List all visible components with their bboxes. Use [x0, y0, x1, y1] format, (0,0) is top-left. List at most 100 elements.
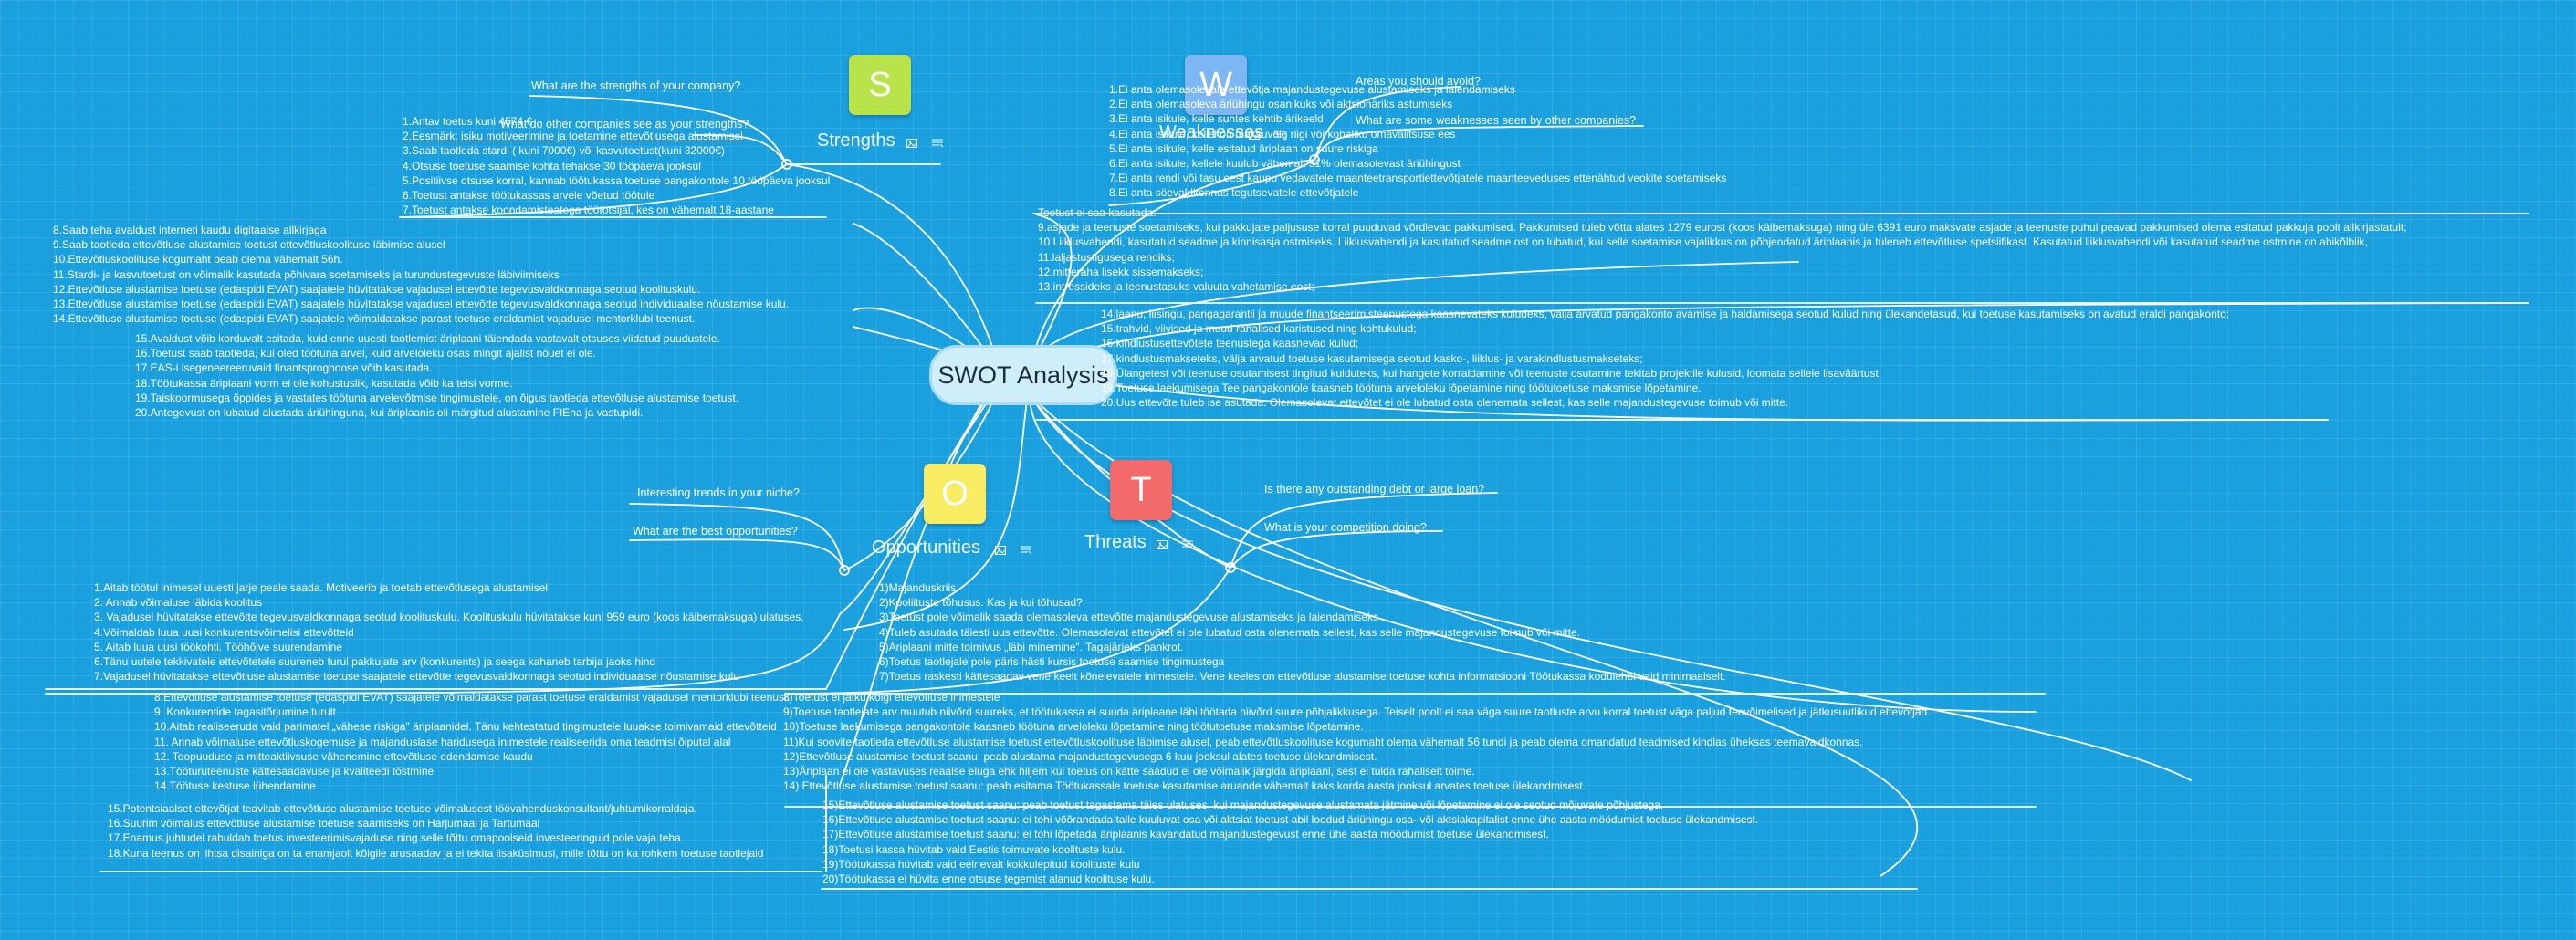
list-item[interactable]: 1)Majanduskriis [879, 581, 957, 594]
list-item[interactable]: 9.asjade ja teenuste soetamiseks, kui pa… [1038, 221, 2407, 235]
list-item[interactable]: 20)Töötukassa ei hüvita enne otsuse tege… [822, 872, 1155, 886]
list-item[interactable]: 5.Positiivse otsuse korral, kannab töötu… [403, 173, 831, 187]
opportunities-badge[interactable]: O [924, 464, 986, 524]
image-icon[interactable] [1249, 128, 1260, 140]
list-item[interactable]: 19.Toetuse laekumisega Tee pangakontole … [1101, 381, 1702, 395]
list-item[interactable]: 17.kindlustusmakseteks, välja arvatud to… [1101, 351, 1643, 365]
list-item[interactable]: 14.Ettevõtluse alustamise toetuse (edasp… [53, 312, 696, 326]
list-item[interactable]: 5. Aitab luua uusi töökohti. Tööhõive su… [94, 640, 342, 653]
list-item[interactable]: 10)Toetuse laekumisega pangakontole kaas… [783, 720, 1364, 734]
list-item[interactable]: 18.Töötukassa äriplaani vorm ei ole kohu… [135, 376, 513, 390]
list-item[interactable]: 6.Tänu uutele tekkivatele ettevõtetele s… [94, 655, 656, 669]
list-item[interactable]: 20.Uus ettevõte tuleb ise asutada. Olema… [1101, 396, 1789, 410]
opportunities-label[interactable]: Opportunities [872, 538, 980, 558]
threats-question-2[interactable]: What is your competition doing? [1264, 521, 1427, 534]
list-item[interactable]: 7)Toetus raskesti kättesaadav vene keelt… [879, 670, 1726, 684]
list-item[interactable]: 1.Aitab töötul inimesel uuesti jarje pea… [94, 581, 548, 594]
list-item[interactable]: 14.Töötuse kestuse lühendamine [154, 779, 316, 793]
list-item[interactable]: 9. Konkurentide tagasitõrjumine turult [154, 705, 336, 719]
list-item[interactable]: 2.Ei anta olemasoleva äriühingu osanikuk… [1109, 98, 1453, 111]
image-icon[interactable] [1157, 538, 1168, 549]
list-item[interactable]: 17.EAS-i isegeneereeruvaid finantsprogno… [135, 361, 433, 375]
list-item[interactable]: 18.Kuna teenus on lihtsa disainiga on ta… [108, 846, 764, 860]
list-item[interactable]: 4.Otsuse toetuse saamise kohta tehakse 3… [403, 159, 701, 172]
list-item[interactable]: 10.Aitab realiseeruda vaid parimatel „vä… [154, 720, 777, 734]
list-item[interactable]: 8.Ettevõtluse alustamise toetuse (edaspi… [154, 691, 791, 704]
strengths-label[interactable]: Strengths [817, 131, 895, 151]
list-item[interactable]: 8)Toetust ei jätku kõigi ettevõtluse ini… [783, 691, 1000, 704]
list-item[interactable]: 14) Ettevõtluse alustamise toetust saanu… [783, 779, 1586, 793]
list-item[interactable]: 3.Saab taotleda stardi ( kuni 7000€) või… [403, 144, 725, 158]
list-item[interactable]: 15.trahvid, viivised ja muud rahalised k… [1101, 322, 1417, 336]
list-item[interactable]: 4.Võimaldab luua uusi konkurentsvõimelis… [94, 625, 354, 639]
list-item[interactable]: 6.Toetust antakse töötukassas arvele võe… [403, 189, 655, 203]
weaknesses-question-1[interactable]: Areas you should avoid? [1356, 75, 1481, 88]
strengths-question-1[interactable]: What are the strengths of your company? [531, 79, 741, 92]
list-item[interactable]: 7.Toetust antakse koondamisteatega tööto… [403, 204, 774, 217]
opportunities-question-1[interactable]: Interesting trends in your niche? [637, 486, 800, 499]
list-item[interactable]: 14.laenu, liisingu, pangagarantii ja muu… [1101, 308, 2230, 320]
list-item[interactable]: 16.Suurim võimalus ettevõtluse alustamis… [108, 817, 540, 830]
list-item[interactable]: 1.Ei anta olemasolevale ettevõtja majand… [1109, 83, 1515, 96]
list-item[interactable]: 19.Taiskoormusega õppides ja vastates tö… [135, 391, 739, 404]
list-item[interactable]: 15)Ettevõtluse alustamise toetust saanu:… [822, 799, 1664, 811]
list-item[interactable]: 10.Liiklusvahendi, kasutatud seadme ja k… [1038, 235, 2368, 249]
list-item[interactable]: 12.mitteraha lisekk sissemakseks; [1038, 265, 1204, 278]
list-item[interactable]: 12. Toopuuduse ja mitteaktiivsuse vähene… [154, 749, 533, 763]
weaknesses-badge[interactable]: W [1185, 55, 1247, 115]
list-item[interactable]: 20.Antegevust on lubatud alustada äriühi… [135, 406, 644, 420]
list-item[interactable]: 17)Ettevõtluse alustamise toetust saanu:… [822, 828, 1549, 841]
list-item[interactable]: 12.Ettevõtluse alustamise toetuse (edasp… [53, 282, 701, 296]
list-item[interactable]: 5)Äriplaani mitte toimivus „läbi minemin… [879, 640, 1184, 653]
list-item[interactable]: 12)Ettevõtluse alustamise toetust saanu:… [783, 749, 1377, 763]
list-item[interactable]: 5.Ei anta isikule, kelle esitatud äripla… [1109, 141, 1378, 155]
list-item[interactable]: 6)Toetus taotlejale pole päris hästi kur… [879, 655, 1225, 669]
list-item[interactable]: 11.laljastustigusega rendiks; [1038, 250, 1175, 264]
threats-label[interactable]: Threats [1084, 532, 1147, 552]
center-node[interactable]: SWOT Analysis [929, 345, 1117, 405]
list-item[interactable]: 6.Ei anta isikule, kellele kuulub vähema… [1109, 157, 1461, 171]
list-item[interactable]: 9)Toetuse taotlejate arv muutub nii­võrd… [783, 705, 1931, 719]
threats-badge[interactable]: T [1110, 460, 1172, 520]
list-item[interactable]: 13.intressideks ja teenustasuks valuuta … [1038, 280, 1314, 294]
list-item[interactable]: 18)Toetusi kassa hüvitab vaid Eestis toi… [822, 842, 1126, 856]
list-item[interactable]: 8.Ei anta söevaldkonnas tegutsevatele et… [1109, 186, 1359, 200]
list-item[interactable]: 11)Kui soovite taotleda ettevõtluse alus… [783, 735, 1863, 748]
list-item[interactable]: 16.kindlustusettevõtete teenustega kaasn… [1101, 337, 1359, 350]
strengths-badge[interactable]: S [849, 55, 911, 115]
opportunities-question-2[interactable]: What are the best opportunities? [633, 525, 798, 538]
list-item[interactable]: 13.Tööturuteenuste kättesaadavuse ja kva… [154, 765, 435, 778]
list-item[interactable]: 10.Ettevõtluskoolituse kogumaht peab ole… [53, 253, 343, 266]
list-item[interactable]: 4)Tuleb asutada täiesti uus ettevõtte. O… [879, 625, 1580, 639]
list-item[interactable]: 15.Potentsiaalset ettevõtjat teavitab et… [108, 802, 697, 815]
list-item[interactable]: 1.Antav toetus kuni 4574 € [403, 115, 533, 128]
list-item[interactable]: 7.Vajadusel hüvitatakse ettevõtluse alus… [94, 670, 739, 684]
list-item[interactable]: 15.Avaldust võib korduvalt esitada, kuid… [135, 332, 720, 345]
list-item[interactable]: 4.Ei anta isikule, kellel on maksuvõlg r… [1109, 127, 1456, 141]
list-item[interactable]: 16.Toetust saab taotleda, kui oled töötu… [135, 347, 596, 360]
notes-icon[interactable] [932, 136, 944, 148]
list-item[interactable]: 19)Töötukassa hüvitab vaid eelnevalt kok… [822, 857, 1140, 871]
list-item[interactable]: 2)Kooliituste tõhusus. Kas ja kui tõhusa… [879, 596, 1083, 610]
list-item[interactable]: 18.Ülangetest või teenuse osutamisest ti… [1101, 366, 1882, 380]
strengths-question-2[interactable]: What do other companies see as your stre… [500, 118, 749, 131]
list-item[interactable]: 3)Toetust pole võimalik saada olemasolev… [879, 611, 1378, 624]
notes-icon[interactable] [1182, 538, 1194, 549]
list-item[interactable]: 13)Äriplaan ei ole vastavuses reaalse el… [783, 765, 1475, 778]
notes-icon[interactable] [1274, 128, 1286, 140]
list-item[interactable]: 13.Ettevõtluse alustamise toetuse (edasp… [53, 298, 790, 311]
list-item[interactable]: 17.Enamus juhtudel rahuldab toetus inves… [108, 831, 681, 845]
image-icon[interactable] [906, 136, 917, 148]
list-item[interactable]: 11.Stardi- ja kasvutoetust on võimalik k… [53, 267, 560, 281]
list-item[interactable]: 2.Eesmärk: isiku motiveerimine ja toetam… [403, 130, 743, 143]
list-item[interactable]: 3.Ei anta isikule, kelle suhtes kehtib ä… [1109, 112, 1324, 126]
list-item[interactable]: 3. Vajadusel hüvitatakse ettevõtte tegev… [94, 611, 804, 624]
list-item[interactable]: 7.Ei anta rendi või tasu eest kaupu veda… [1109, 172, 1727, 185]
list-item[interactable]: 8.Saab teha avaldust interneti kaudu dig… [53, 224, 327, 236]
weaknesses-question-2[interactable]: What are some weaknesses seen by other c… [1356, 114, 1637, 127]
list-item[interactable]: 9.Saab taotleda ettevõtluse alustamise t… [53, 238, 445, 252]
list-item[interactable]: 11. Annab võimaluse ettevõtluskogemuse j… [154, 735, 731, 748]
list-item[interactable]: 2. Annab võimaluse läbida koolitus [94, 596, 263, 610]
threats-question-1[interactable]: Is there any outstanding debt or large l… [1264, 483, 1485, 496]
list-item[interactable]: 16)Ettevõtluse alustamise toetust saanu:… [822, 813, 1759, 827]
